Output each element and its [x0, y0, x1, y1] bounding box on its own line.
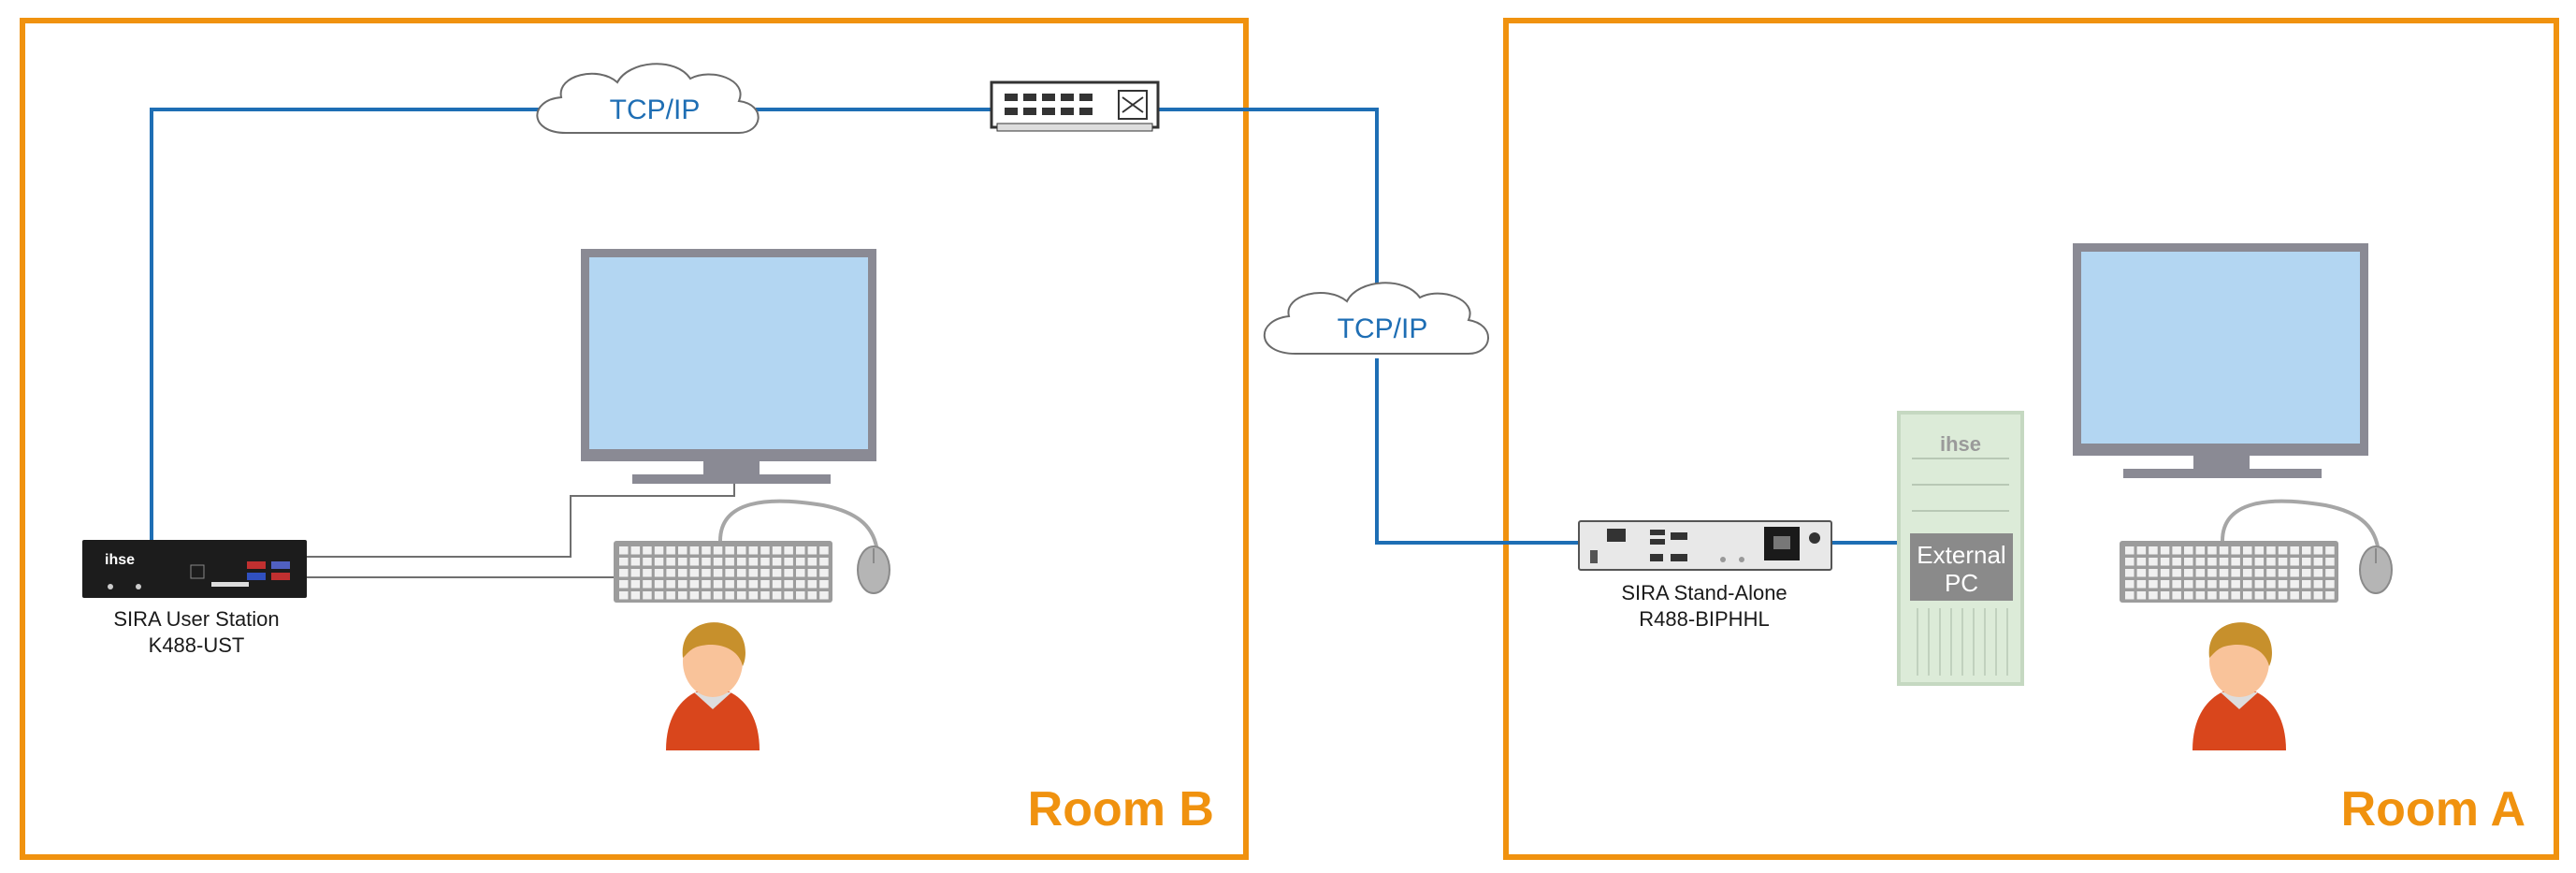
video-cable	[307, 473, 735, 558]
external-pc: ihse External PC	[1897, 411, 2024, 686]
monitor-icon	[581, 249, 876, 484]
user-icon	[2192, 622, 2286, 750]
tcp-ip-cloud-top: TCP/IP	[536, 63, 760, 134]
keyboard-icon	[2120, 499, 2381, 603]
user-station-name: SIRA User Station	[113, 607, 279, 631]
external-pc-brand: ihse	[1940, 432, 1981, 456]
network-links	[150, 108, 1899, 545]
stand-alone-model: R488-BIPHHL	[1639, 607, 1769, 631]
kvm-extender-silver-icon	[1578, 520, 1832, 571]
network-link-user-station	[150, 108, 543, 540]
cloud-mid-label: TCP/IP	[1338, 313, 1428, 344]
mouse-icon	[857, 546, 890, 594]
external-pc-label-line2: PC	[1945, 569, 1978, 597]
local-cables	[307, 473, 735, 578]
user-station-brand: ihse	[105, 552, 135, 568]
sira-user-station: ihse SIRA User Station K488-UST	[82, 540, 307, 657]
room-b: Room B	[20, 18, 1249, 860]
room-b-label: Room B	[1028, 782, 1214, 837]
external-pc-label-line1: External	[1917, 541, 2005, 569]
user-station-model: K488-UST	[149, 633, 245, 657]
pc-tower-icon: ihse	[1897, 411, 2024, 686]
sira-stand-alone: SIRA Stand-Alone R488-BIPHHL	[1578, 520, 1832, 631]
room-a: Room A	[1503, 18, 2559, 860]
mouse-icon	[2359, 546, 2393, 594]
keyboard-icon	[614, 499, 879, 603]
stand-alone-name: SIRA Stand-Alone	[1621, 581, 1787, 604]
network-switch-icon	[990, 80, 1160, 132]
monitor-icon	[2073, 243, 2368, 478]
tcp-ip-cloud-mid: TCP/IP	[1263, 282, 1489, 355]
room-a-label: Room A	[2341, 782, 2525, 837]
cloud-top-label: TCP/IP	[610, 95, 701, 125]
network-link-switch-stand-alone	[1158, 108, 1379, 299]
network-link-cloud-stand-alone	[1375, 358, 1579, 545]
user-icon	[666, 622, 760, 750]
kvm-extender-dark-icon: ihse	[82, 540, 307, 598]
